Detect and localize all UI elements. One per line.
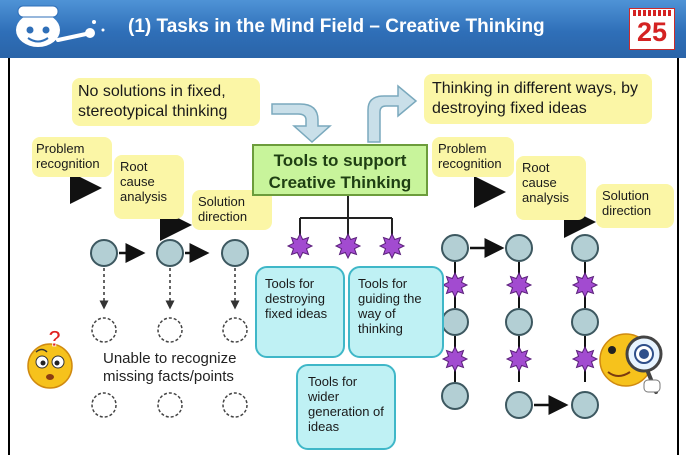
left-top-note-text: No solutions in fixed, stereotypical thi…	[78, 83, 228, 120]
step-label: Root cause analysis	[120, 159, 167, 204]
node-circle	[441, 234, 469, 262]
badge-number: 25	[636, 17, 668, 47]
star-icon	[286, 232, 314, 260]
left-step-problem-recognition: Problem recognition	[32, 137, 112, 177]
tool-label: Tools for wider generation of ideas	[308, 374, 384, 434]
node-circle	[221, 239, 249, 267]
missing-node-circle	[157, 317, 183, 343]
step-label: Problem recognition	[438, 141, 502, 171]
tools-title-box: Tools to support Creative Thinking	[252, 144, 428, 196]
down-arrow-icon	[271, 103, 332, 144]
star-icon	[334, 232, 362, 260]
svg-text:?: ?	[48, 326, 61, 351]
left-frame-line	[8, 58, 10, 455]
tool-box-guiding-way-of-thinking: Tools for guiding the way of thinking	[348, 266, 444, 358]
node-circle	[441, 308, 469, 336]
node-circle	[505, 308, 533, 336]
star-icon	[378, 232, 406, 260]
node-circle	[441, 382, 469, 410]
tools-tree-lines	[299, 196, 393, 240]
slide-title: (1) Tasks in the Mind Field – Creative T…	[128, 16, 545, 37]
node-circle	[571, 391, 599, 419]
node-circle	[571, 234, 599, 262]
node-circle	[505, 391, 533, 419]
badge-stripes	[633, 10, 671, 16]
left-top-note: No solutions in fixed, stereotypical thi…	[72, 78, 260, 126]
node-circle	[571, 308, 599, 336]
right-step-problem-recognition: Problem recognition	[432, 137, 514, 177]
star-icon	[505, 271, 533, 299]
missing-node-circle	[157, 392, 183, 418]
tools-title-text: Tools to support Creative Thinking	[268, 151, 412, 192]
confused-face-icon: ?	[27, 326, 73, 389]
star-icon	[571, 345, 599, 373]
tool-box-destroying-fixed-ideas: Tools for destroying fixed ideas	[255, 266, 345, 358]
up-right-arrow-icon	[367, 84, 418, 143]
left-step-solution-direction: Solution direction	[192, 190, 272, 230]
step-label: Problem recognition	[36, 141, 100, 171]
tool-label: Tools for destroying fixed ideas	[265, 276, 328, 321]
node-circle	[505, 234, 533, 262]
missing-node-circle	[91, 317, 117, 343]
tool-label: Tools for guiding the way of thinking	[358, 276, 422, 336]
right-top-note: Thinking in different ways, by destroyin…	[424, 74, 652, 124]
right-step-root-cause-analysis: Root cause analysis	[516, 156, 586, 220]
title-bar: (1) Tasks in the Mind Field – Creative T…	[0, 0, 686, 58]
star-icon	[571, 271, 599, 299]
step-label: Solution direction	[602, 188, 652, 218]
missing-facts-caption: Unable to recognize missing facts/points	[103, 350, 237, 385]
left-chain	[90, 239, 249, 418]
magnifier-face-icon	[599, 333, 663, 394]
step-label: Root cause analysis	[522, 160, 569, 205]
step-label: Solution direction	[198, 194, 248, 224]
star-icon	[505, 345, 533, 373]
page-badge: 25	[629, 8, 675, 50]
star-icons	[286, 232, 599, 373]
right-top-note-text: Thinking in different ways, by destroyin…	[432, 80, 639, 117]
missing-node-circle	[222, 317, 248, 343]
right-network	[441, 234, 599, 419]
missing-node-circle	[91, 392, 117, 418]
tool-box-wider-generation-of-ideas: Tools for wider generation of ideas	[296, 364, 396, 450]
mascot-icon	[16, 5, 105, 47]
right-step-solution-direction: Solution direction	[596, 184, 674, 228]
left-step-root-cause-analysis: Root cause analysis	[114, 155, 184, 219]
missing-node-circle	[222, 392, 248, 418]
node-circle	[90, 239, 118, 267]
right-frame-line	[677, 58, 679, 455]
star-icon	[441, 345, 469, 373]
node-circle	[156, 239, 184, 267]
star-icon	[441, 271, 469, 299]
